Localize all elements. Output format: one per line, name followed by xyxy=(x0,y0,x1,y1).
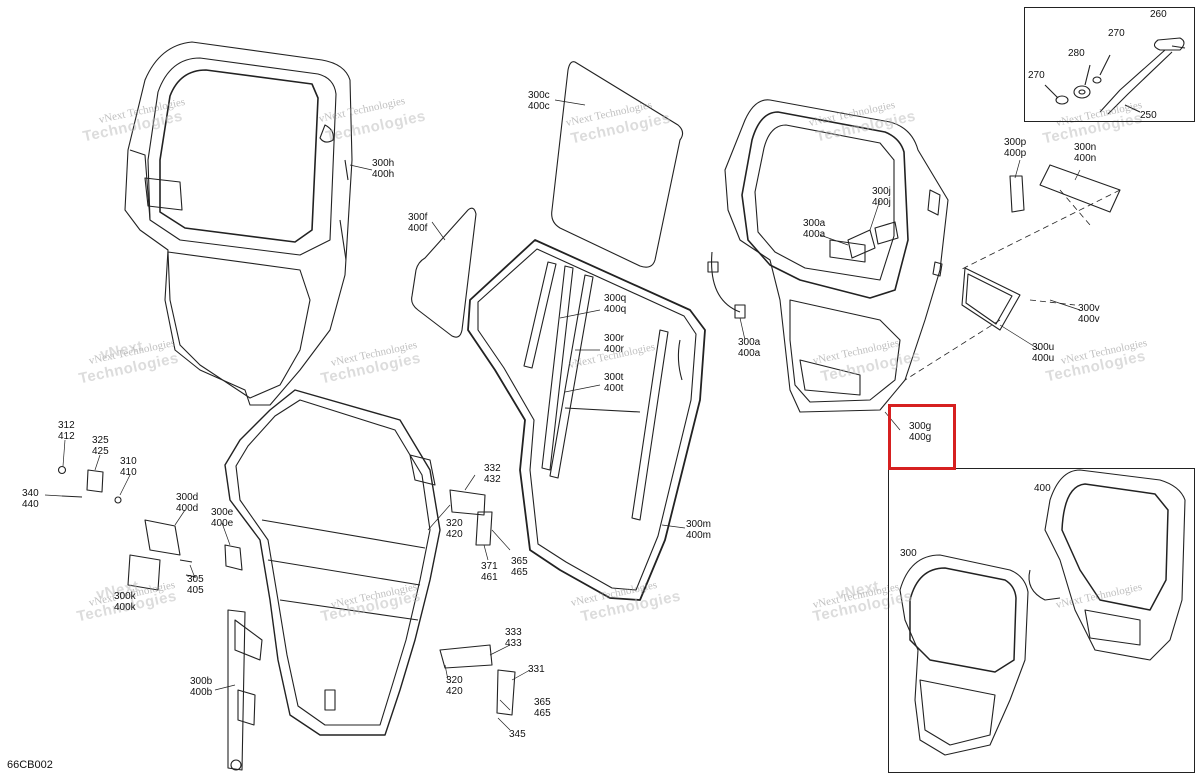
callout-280[interactable]: 280 xyxy=(1068,48,1085,59)
leader-lines xyxy=(44,99,1081,731)
callout-400[interactable]: 400 xyxy=(1034,483,1051,494)
callout-270-upper[interactable]: 270 xyxy=(1108,28,1125,39)
latch-brackets xyxy=(439,489,516,716)
inset-frame-door-pair xyxy=(888,468,1195,773)
highlighted-callout-box xyxy=(888,404,956,470)
callout-345[interactable]: 345 xyxy=(509,729,526,740)
callout-270-left[interactable]: 270 xyxy=(1028,70,1045,81)
window-seal xyxy=(467,239,706,601)
inset-door-pair-drawing xyxy=(899,469,1186,756)
right-door-panel xyxy=(724,99,949,413)
callout-300[interactable]: 300 xyxy=(900,548,917,559)
callout-260[interactable]: 260 xyxy=(1150,9,1167,20)
window-channels xyxy=(523,251,746,521)
glass-pane-lower xyxy=(411,207,477,338)
door-frame xyxy=(224,389,441,736)
handle-and-latch-parts xyxy=(847,164,1121,331)
diagram-code-label: 66CB002 xyxy=(7,759,53,771)
left-door-panel xyxy=(124,41,353,406)
callout-250[interactable]: 250 xyxy=(1140,110,1157,121)
callout-331[interactable]: 331 xyxy=(528,664,545,675)
inset-bolt-assembly-drawing xyxy=(1044,37,1186,115)
glass-pane-upper xyxy=(551,61,684,268)
window-regulator xyxy=(227,609,263,771)
inset-frame-bolt-detail xyxy=(1024,7,1195,122)
assembly-lines xyxy=(904,189,1121,381)
